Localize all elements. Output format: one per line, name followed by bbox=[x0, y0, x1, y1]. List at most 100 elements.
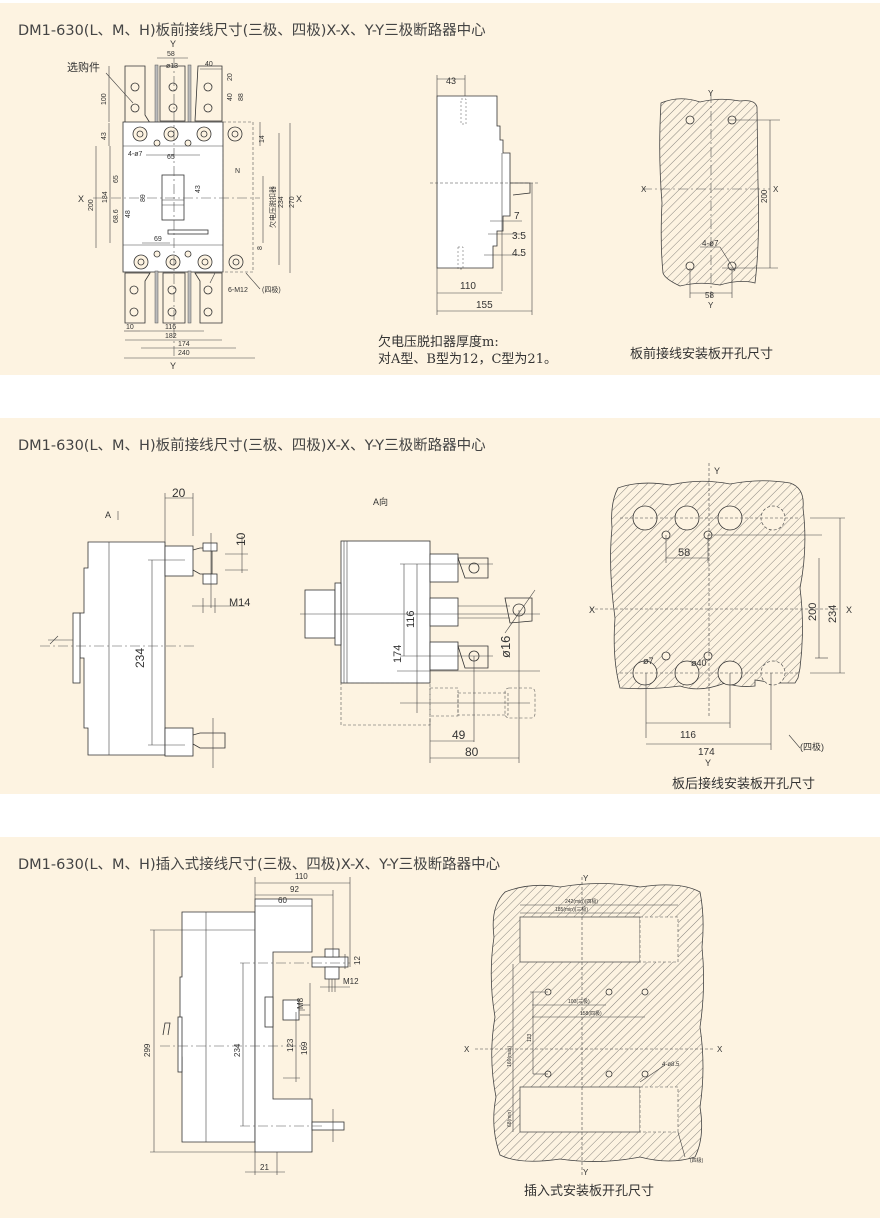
dim-10: 10 bbox=[126, 324, 134, 331]
plug-cutout-dim-100: 100(三极) bbox=[568, 998, 590, 1005]
dim-69: 69 bbox=[154, 236, 162, 243]
axis-x-label-right: X bbox=[296, 194, 302, 204]
axis-y-label-bottom: Y bbox=[170, 361, 176, 371]
dim-6-m12: 6-M12 bbox=[228, 287, 248, 294]
section-title: DM1-630(L、M、H)板前接线尺寸(三极、四极)X-X、Y-Y三极断路器中… bbox=[18, 438, 486, 454]
busbar bbox=[187, 64, 192, 124]
view-arrow-a: A bbox=[105, 510, 111, 520]
plug-cutout-x-left: X bbox=[464, 1045, 470, 1054]
breaker-side-view bbox=[430, 75, 540, 315]
dim-43: 43 bbox=[101, 132, 108, 140]
four-pole-label: (四极) bbox=[262, 285, 281, 294]
dim-65: 65 bbox=[167, 154, 175, 161]
dim-20: 20 bbox=[227, 73, 234, 81]
plug-dim-169: 169 bbox=[300, 1041, 309, 1055]
rear-cutout-four-pole: (四极) bbox=[800, 741, 824, 752]
a-dim-49: 49 bbox=[452, 728, 466, 742]
dim-234: 234 bbox=[278, 196, 285, 208]
plug-cutout-dim-68: 68(min) bbox=[507, 1110, 513, 1127]
dim-88: 88 bbox=[238, 93, 245, 101]
side-dim-7: 7 bbox=[514, 211, 520, 222]
rear-wiring-drawing: A 20 10 M14 234 bbox=[40, 463, 852, 768]
breaker-a-view bbox=[300, 540, 540, 763]
plug-in-wiring-drawing: 110 92 60 12 M12 M8 299 234 123 169 21 bbox=[143, 872, 723, 1177]
neutral-label: N bbox=[235, 168, 240, 175]
plug-cutout-dim-185: 185(min)(三极) bbox=[555, 906, 588, 913]
plug-cutout-four-pole: (四极) bbox=[690, 1157, 704, 1164]
dim-d13: ø13 bbox=[166, 63, 178, 70]
nameplate-slot bbox=[167, 229, 209, 235]
dim-58: 58 bbox=[167, 51, 175, 58]
section-plug-in-wiring: DM1-630(L、M、H)插入式接线尺寸(三极、四极)X-X、Y-Y三极断路器… bbox=[0, 837, 880, 1218]
dim-14: 14 bbox=[259, 135, 266, 143]
rear-dim-20: 20 bbox=[172, 486, 186, 500]
bolt-hole bbox=[130, 82, 140, 92]
plug-dim-110: 110 bbox=[295, 872, 308, 881]
mounting-cutout-front bbox=[642, 93, 780, 298]
dim-40b: 40 bbox=[227, 93, 234, 101]
cutout-dim-58: 58 bbox=[705, 291, 714, 300]
bolt-hole bbox=[203, 82, 213, 92]
side-dim-3-5: 3.5 bbox=[512, 231, 526, 242]
dim-182: 182 bbox=[165, 333, 177, 340]
a-dim-80: 80 bbox=[465, 745, 479, 759]
plug-dim-299: 299 bbox=[143, 1043, 152, 1057]
cutout-y-bottom: Y bbox=[708, 301, 714, 310]
dim-4-d7: 4-ø7 bbox=[128, 151, 143, 158]
plug-cutout-dim-4-d8-5: 4-ø8.5 bbox=[662, 1062, 680, 1068]
section-title: DM1-630(L、M、H)插入式接线尺寸(三极、四极)X-X、Y-Y三极断路器… bbox=[18, 857, 501, 873]
plug-cutout-dim-166: 166(max) bbox=[507, 1046, 513, 1067]
axis-x-label-left: X bbox=[78, 194, 84, 204]
breaker-side-view-rear bbox=[40, 493, 248, 768]
a-dim-174: 174 bbox=[392, 645, 404, 663]
rear-cutout-dim-d40: ø40 bbox=[691, 658, 707, 668]
side-dim-155: 155 bbox=[476, 300, 493, 311]
bolt-hole bbox=[168, 82, 178, 92]
plug-dim-m12: M12 bbox=[343, 977, 359, 986]
section-title: DM1-630(L、M、H)板前接线尺寸(三极、四极)X-X、Y-Y三极断路器中… bbox=[18, 23, 486, 39]
rear-dim-m14: M14 bbox=[229, 597, 250, 609]
fourth-pole-outline bbox=[222, 121, 254, 273]
plug-dim-21: 21 bbox=[260, 1163, 269, 1172]
undervoltage-label: 欠电压脱扣器 bbox=[268, 186, 277, 228]
dim-200: 200 bbox=[88, 199, 95, 211]
mounting-cutout-rear bbox=[590, 463, 845, 750]
dim-48: 48 bbox=[125, 210, 132, 218]
rear-cutout-dim-174: 174 bbox=[698, 747, 715, 758]
dim-68-6: 68.6 bbox=[113, 209, 120, 223]
a-view-title: A向 bbox=[373, 496, 388, 507]
rear-dim-234: 234 bbox=[133, 648, 147, 668]
breaker-front-view bbox=[93, 57, 291, 359]
dim-174: 174 bbox=[178, 341, 190, 348]
dim-240: 240 bbox=[178, 350, 190, 357]
a-dim-d16: ø16 bbox=[498, 636, 513, 658]
dim-100: 100 bbox=[101, 93, 108, 105]
plug-cutout-y-bottom: Y bbox=[583, 1168, 589, 1177]
side-dim-43: 43 bbox=[446, 76, 456, 86]
plug-dim-60: 60 bbox=[278, 896, 287, 905]
rear-cutout-dim-116: 116 bbox=[680, 730, 696, 741]
plug-dim-234: 234 bbox=[233, 1043, 242, 1057]
cutout-x-left: X bbox=[641, 185, 647, 194]
plug-cutout-dim-158: 158(四极) bbox=[580, 1010, 602, 1017]
dim-184: 184 bbox=[102, 191, 109, 203]
rear-cutout-y-top: Y bbox=[714, 466, 720, 476]
dim-89: 89 bbox=[140, 194, 147, 202]
plug-dim-12: 12 bbox=[353, 956, 362, 965]
rear-cutout-x-right: X bbox=[846, 605, 852, 615]
section-rear-wiring: DM1-630(L、M、H)板前接线尺寸(三极、四极)X-X、Y-Y三极断路器中… bbox=[0, 418, 880, 794]
plug-cutout-dim-242: 242(min)(四极) bbox=[565, 898, 598, 905]
rear-cutout-dim-d7: ø7 bbox=[643, 656, 654, 666]
a-dim-116: 116 bbox=[405, 610, 417, 628]
dim-116: 116 bbox=[165, 324, 176, 331]
side-note-line1: 欠电压脱扣器厚度m: bbox=[378, 335, 499, 350]
side-note-line2: 对A型、B型为12，C型为21。 bbox=[378, 352, 557, 367]
rear-cutout-x-left: X bbox=[589, 605, 595, 615]
cutout-dim-4-d7: 4-ø7 bbox=[702, 239, 719, 248]
purchased-part-label: 选购件 bbox=[67, 60, 100, 74]
rear-cutout-dim-200: 200 bbox=[807, 603, 819, 621]
plug-dim-92: 92 bbox=[290, 885, 299, 894]
front-wiring-drawing: 选购件 Y 58 ø13 40 20 40 88 100 43 14 4-ø7 … bbox=[67, 39, 780, 371]
dim-270: 270 bbox=[289, 196, 296, 208]
cutout-y-top: Y bbox=[708, 89, 714, 98]
